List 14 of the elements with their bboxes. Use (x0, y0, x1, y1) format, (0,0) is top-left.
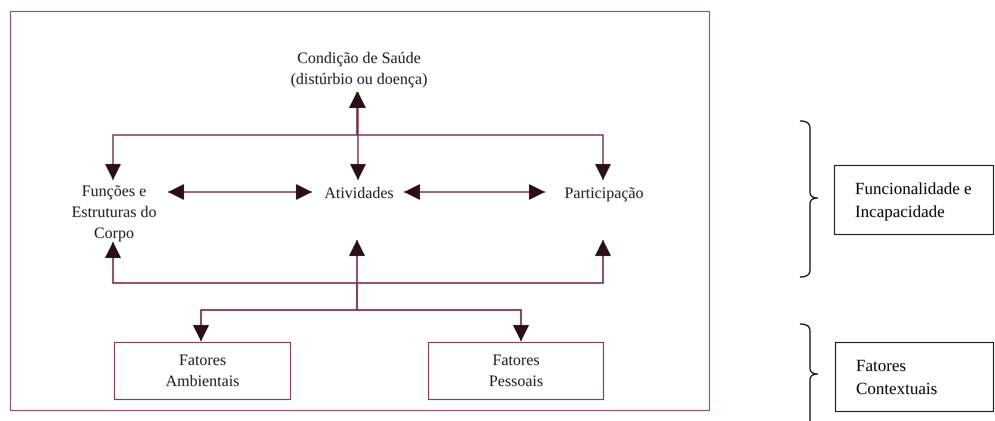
concept-label: Participação (546, 181, 662, 241)
concept-label: Condição de Saúde (distúrbio ou doença) (274, 45, 444, 93)
factor-box: Fatores Ambientais (114, 342, 291, 400)
category-box: Funcionalidade e Incapacidade (834, 165, 994, 235)
concept-label: Atividades (313, 181, 405, 241)
arrow (356, 240, 611, 341)
arrow (404, 184, 545, 200)
factor-box: Fatores Pessoais (428, 342, 604, 400)
category-box: Fatores Contextuais (835, 342, 994, 412)
concept-label: Funções e Estruturas do Corpo (59, 181, 169, 243)
arrow (168, 184, 312, 200)
arrow (350, 92, 366, 180)
arrow (349, 92, 611, 180)
figure-frame (10, 11, 710, 411)
